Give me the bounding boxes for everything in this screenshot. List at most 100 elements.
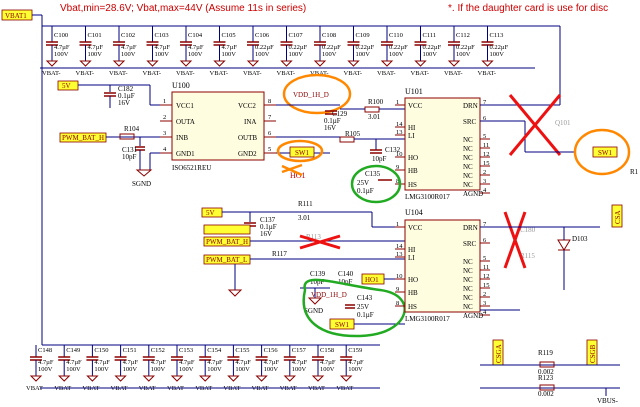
r111-value: 3.01: [298, 214, 311, 222]
u100-pin1: 1: [163, 98, 166, 105]
u104-right-pin-6: NC: [463, 294, 473, 302]
c140-refdes: C140: [338, 270, 354, 278]
u104-left-num-3: 10: [396, 273, 403, 280]
pwm-bat-l-label: PWM_BAT_L: [206, 256, 247, 264]
c129-voltage: 16V: [324, 124, 336, 132]
c180-refdes: C180: [520, 226, 536, 234]
u101-right-pin-1: SRC: [463, 118, 477, 126]
u104-right-num-4: 12: [483, 273, 490, 280]
top-cap-c106-value: 0.22µF: [255, 44, 274, 51]
bottom-cap-c148-value: 4.7µF: [38, 359, 54, 366]
u101-left-num-1: 14: [396, 121, 403, 128]
highlight-sw1-u100: [276, 139, 324, 163]
bottom-cap-c152-refdes: C152: [151, 347, 165, 354]
bottom-cap-c155-value: 4.7µF: [235, 359, 251, 366]
top-cap-c107-value: 0.22µF: [289, 44, 308, 51]
top-cap-c110-voltage: 100V: [389, 51, 404, 58]
top-cap-vbat-minus-12: VBAT-: [444, 70, 463, 77]
r123-refdes: R123: [538, 374, 554, 382]
bottom-cap-c155-voltage: 100V: [235, 366, 250, 373]
u101-right-num-6: 2: [483, 169, 486, 176]
u104-right-pin-5: NC: [463, 285, 473, 293]
u101-left-num-0: 1: [396, 99, 399, 106]
csa-label: CSA: [614, 210, 622, 224]
u104-right-num-2: 5: [483, 255, 486, 262]
top-cap-c107-refdes: C107: [289, 32, 304, 39]
highlight-vdd-top: [282, 73, 352, 115]
top-cap-vbat-minus-5: VBAT-: [210, 70, 229, 77]
u104-right-num-6: 2: [483, 291, 486, 298]
bottom-cap-c156-voltage: 100V: [264, 366, 279, 373]
u101-right-num-0: 7: [483, 99, 487, 106]
c140-value: 10pF: [338, 278, 353, 286]
pwm-bat-h-label: PWM_BAT_H: [62, 134, 104, 142]
u101-right-pin-0: DRN: [463, 102, 478, 110]
c143-value: 0.1µF: [357, 311, 374, 319]
top-cap-vbat-minus-0: VBAT-: [42, 70, 61, 77]
u100-refdes: U100: [172, 81, 190, 90]
u101-right-pin-6: NC: [463, 172, 473, 180]
top-cap-vbat-minus-1: VBAT-: [76, 70, 95, 77]
top-cap-c113-refdes: C113: [490, 32, 504, 39]
c137-voltage: 16V: [260, 230, 272, 238]
u100-pin-outb: OUTB: [238, 134, 257, 142]
u100-pin-gnd1: GND1: [176, 150, 195, 158]
bottom-cap-c159-refdes: C159: [348, 347, 362, 354]
bottom-cap-c151-voltage: 100V: [123, 366, 138, 373]
c129-value: 0.1µF: [324, 117, 341, 125]
u101-right-pin-5: NC: [463, 163, 473, 171]
u104-right-num-3: 11: [483, 264, 489, 271]
c132-value: 10pF: [372, 155, 387, 163]
highlight-sw1-right: [573, 128, 631, 176]
top-cap-c104-value: 4.7µF: [188, 44, 204, 51]
top-cap-vbat-minus-9: VBAT-: [344, 70, 363, 77]
u104-left-num-0: 1: [396, 221, 399, 228]
csgb-label: CSGB: [589, 344, 597, 363]
highlight-vdd-low: [302, 278, 406, 338]
bottom-cap-c148-voltage: 100V: [38, 366, 53, 373]
bottom-cap-c158-voltage: 100V: [320, 366, 335, 373]
u104-left-pin-3: HO: [408, 276, 418, 284]
pwm-bat-h-label-low: PWM_BAT_H: [206, 238, 248, 246]
u100-pin-inb: INB: [176, 134, 188, 142]
u101-right-num-7: 3: [483, 178, 486, 185]
u101-refdes: U101: [405, 87, 423, 96]
highlight-c135: [350, 164, 402, 204]
bottom-cap-c156-refdes: C156: [264, 347, 279, 354]
top-cap-c100-refdes: C100: [54, 32, 68, 39]
net-label-crossed: HO1: [290, 171, 306, 180]
c135-voltage: 25V: [357, 179, 369, 187]
top-cap-vbat-minus-3: VBAT-: [143, 70, 162, 77]
u101-left-pin-3: HO: [408, 154, 418, 162]
top-cap-c113-voltage: 100V: [490, 51, 505, 58]
u104-right-num-5: 15: [483, 282, 490, 289]
top-cap-c112-refdes: C112: [456, 32, 470, 39]
top-cap-vbat-minus-7: VBAT-: [277, 70, 296, 77]
bottom-cap-c151-refdes: C151: [123, 347, 137, 354]
u104-right-pin-0: DRN: [463, 224, 478, 232]
u104-right-num-8: 4: [483, 309, 487, 316]
r104-refdes: R104: [124, 125, 140, 133]
vdd-1h-d-label-top: VDD_1H_D: [293, 91, 329, 99]
u104-right-pin-3: NC: [463, 267, 473, 275]
c129-refdes: C129: [332, 110, 348, 118]
sgnd-label-2: SGND: [304, 307, 323, 315]
u101-right-pin-3: NC: [463, 145, 473, 153]
u100-pin-vcc1: VCC1: [176, 102, 194, 110]
top-cap-c100-value: 4.7µF: [54, 44, 70, 51]
top-cap-vbat-minus-6: VBAT-: [243, 70, 262, 77]
u101-right-num-8: 4: [483, 187, 487, 194]
r100-value: 3.01: [368, 113, 381, 121]
top-cap-c109-voltage: 100V: [356, 51, 371, 58]
bottom-cap-c154-refdes: C154: [207, 347, 222, 354]
ho1-label: HO1: [365, 276, 379, 284]
top-cap-c109-value: 0.22µF: [356, 44, 375, 51]
u100-pin7: 7: [268, 114, 272, 121]
bottom-cap-c155-refdes: C155: [235, 347, 249, 354]
top-cap-c109-refdes: C109: [356, 32, 370, 39]
u104-refdes: U104: [405, 208, 423, 217]
r115-refdes: R115: [520, 252, 535, 260]
u104-right-pin-7: NC: [463, 303, 473, 311]
top-cap-vbat-minus-8: VBAT-: [310, 70, 329, 77]
header-note-daughter-card: *. If the daughter card is use for disc: [448, 3, 608, 14]
